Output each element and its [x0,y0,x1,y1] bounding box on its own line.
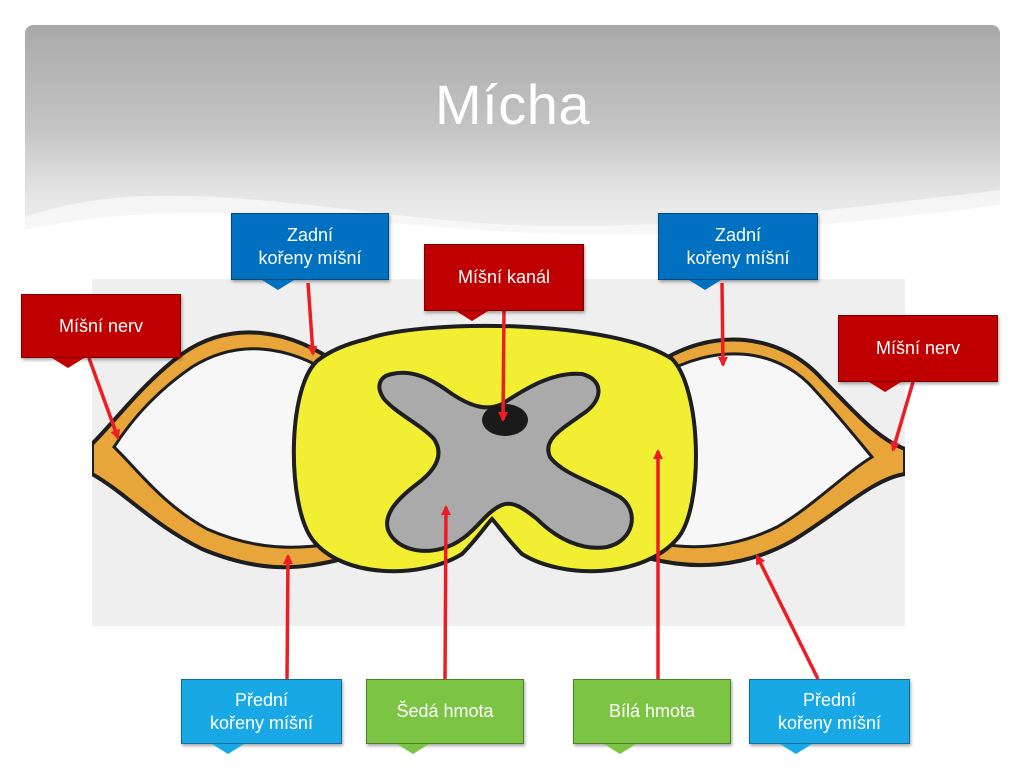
callout-bila-hmota: Bílá hmota [573,679,731,744]
callout-label: Přední kořeny míšní [777,690,882,733]
callout-predni-koreny-left: Přední kořeny míšní [181,679,342,744]
callout-misni-nerv-left: Míšní nerv [21,294,181,358]
callout-predni-koreny-right: Přední kořeny míšní [749,679,910,744]
right-nerve-loop [650,337,905,568]
callout-tail [52,358,84,368]
callout-tail [262,280,294,290]
slide-title: Mícha [435,73,590,136]
callout-tail [397,744,429,754]
callout-tail [869,382,901,392]
left-nerve-loop [92,330,344,570]
callout-seda-hmota: Šedá hmota [366,679,524,744]
callout-misni-kanal: Míšní kanál [424,244,584,311]
callout-label: Míšní nerv [875,338,961,359]
callout-label: Zadní kořeny míšní [258,225,362,268]
callout-tail [604,744,636,754]
callout-misni-nerv-right: Míšní nerv [838,315,998,382]
callout-label: Šedá hmota [396,701,494,722]
slide-header [25,25,1000,255]
callout-label: Zadní kořeny míšní [686,225,790,268]
spinal-cord-illustration [92,323,905,574]
callout-tail [212,744,244,754]
callout-tail [780,744,812,754]
header-wave-decoration [25,190,1000,255]
callout-label: Přední kořeny míšní [209,690,314,733]
central-canal-shape [482,404,528,436]
callout-tail [456,311,488,321]
callout-label: Míšní kanál [457,267,551,288]
callout-zadni-koreny-left: Zadní kořeny míšní [231,213,389,280]
callout-label: Míšní nerv [58,315,144,336]
callout-zadni-koreny-right: Zadní kořeny míšní [658,213,818,280]
spinal-cord-drawing [92,279,905,626]
callout-tail [689,280,721,290]
callout-label: Bílá hmota [608,701,696,722]
